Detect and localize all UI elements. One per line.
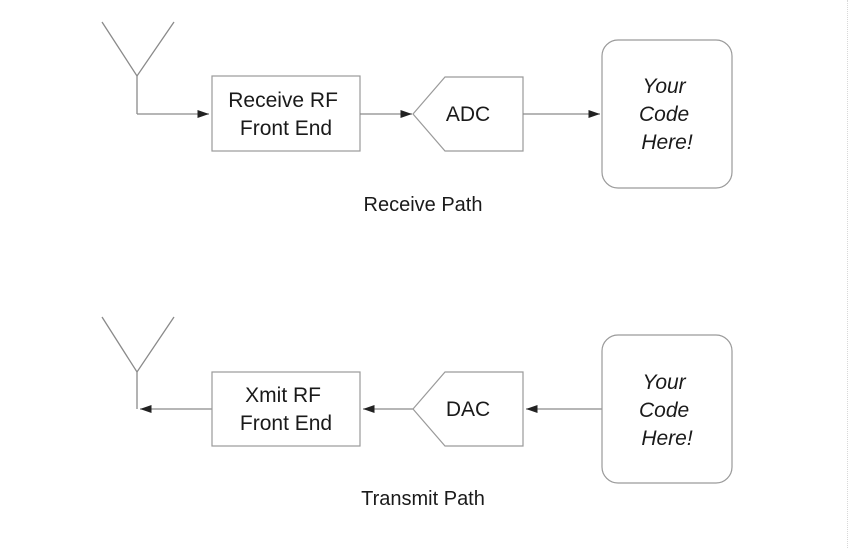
receive-rf-front-end-block: Receive RF Front End	[211, 75, 361, 152]
receive-antenna-icon	[101, 21, 175, 114]
transmit-rf-label-line2: Front End	[240, 412, 332, 435]
transmit-path: Xmit RF Front End DAC Your Code Here! Tr…	[101, 316, 733, 510]
receive-path-caption: Receive Path	[364, 194, 483, 216]
transmit-rf-label-line1: Xmit RF	[245, 384, 321, 407]
dac-block: DAC	[412, 371, 524, 447]
adc-label: ADC	[446, 103, 490, 126]
adc-block: ADC	[412, 76, 524, 152]
transmit-path-caption: Transmit Path	[361, 488, 485, 510]
transmit-code-block: Your Code Here!	[601, 334, 733, 484]
transmit-rf-front-end-block: Xmit RF Front End	[211, 371, 361, 447]
transmit-antenna-icon	[101, 316, 175, 409]
transmit-code-line3: Here!	[641, 427, 693, 450]
svg-text:Receive RF Front End: Receive RF Front End	[228, 89, 344, 140]
receive-path: Receive RF Front End ADC Your Code Here!…	[101, 21, 733, 216]
svg-text:Your Code Here: Your Code Here!	[639, 371, 695, 450]
receive-rf-label-line1: Receive RF	[228, 89, 338, 112]
svg-text:Xmit RF Front End: Xmit RF Front End	[240, 384, 332, 435]
page-edge-divider	[847, 0, 848, 548]
receive-code-line3: Here!	[641, 131, 693, 154]
dac-label: DAC	[446, 398, 490, 421]
receive-code-line1: Your	[642, 75, 686, 98]
receive-code-line2: Code	[639, 103, 689, 126]
receive-code-block: Your Code Here!	[601, 39, 733, 189]
transmit-code-line2: Code	[639, 399, 689, 422]
transmit-code-line1: Your	[642, 371, 686, 394]
svg-text:Your Code Here: Your Code Here!	[639, 75, 695, 154]
receive-rf-label-line2: Front End	[240, 117, 332, 140]
